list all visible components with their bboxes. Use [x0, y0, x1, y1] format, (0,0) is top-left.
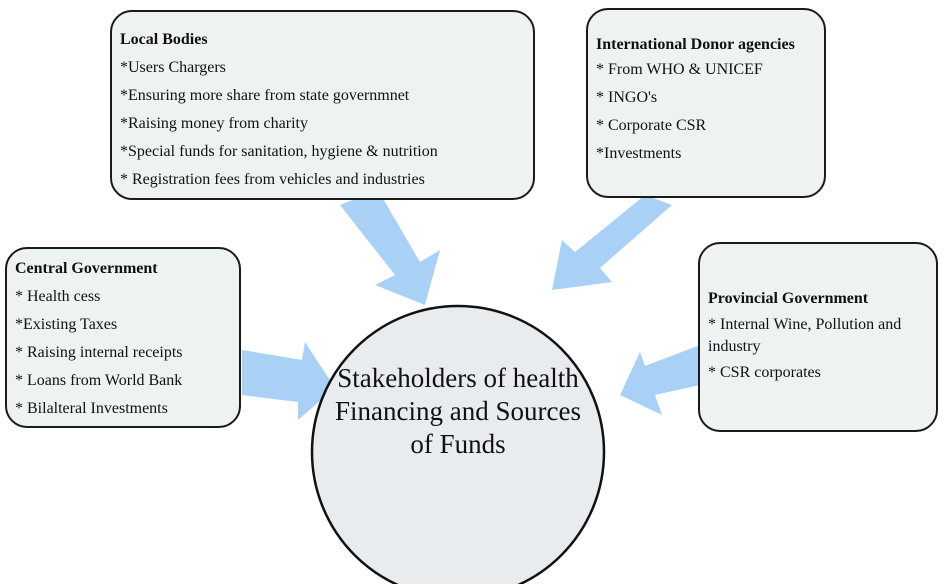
- list-item: * Internal Wine, Pollution and industry: [708, 316, 902, 355]
- list-item: *Special funds for sanitation, hygiene &…: [120, 143, 438, 160]
- provincial-government-box: Provincial Government * Internal Wine, P…: [698, 242, 938, 432]
- arrow-international: [552, 195, 672, 290]
- list-item: * Bilalteral Investments: [15, 400, 168, 417]
- center-label: Stakeholders of health Financing and Sou…: [335, 363, 581, 459]
- list-item: * From WHO & UNICEF: [596, 61, 763, 78]
- list-item: *Ensuring more share from state governmn…: [120, 87, 410, 104]
- list-item: * Loans from World Bank: [15, 372, 183, 389]
- list-item: * CSR corporates: [708, 364, 821, 381]
- box-title: Provincial Government: [708, 290, 869, 307]
- box-title: International Donor agencies: [596, 36, 795, 53]
- arrow-local-bodies: [340, 190, 440, 305]
- box-title: Local Bodies: [120, 31, 208, 48]
- international-donor-box: International Donor agencies * From WHO …: [586, 8, 826, 198]
- center-circle: [310, 304, 606, 584]
- list-item: *Existing Taxes: [15, 316, 118, 333]
- list-item: * INGO's: [596, 89, 658, 106]
- list-item: * Corporate CSR: [596, 117, 707, 134]
- list-item: *Investments: [596, 145, 682, 162]
- arrow-provincial: [620, 345, 700, 415]
- list-item: * Registration fees from vehicles and in…: [120, 171, 425, 188]
- local-bodies-box: Local Bodies *Users Chargers *Ensuring m…: [110, 10, 535, 200]
- list-item: *Raising money from charity: [120, 115, 308, 132]
- list-item: * Raising internal receipts: [15, 344, 183, 361]
- box-title: Central Government: [15, 260, 158, 277]
- arrow-central: [242, 342, 335, 420]
- list-item: * Health cess: [15, 288, 101, 305]
- list-item: *Users Chargers: [120, 59, 226, 76]
- central-government-box: Central Government * Health cess *Existi…: [5, 247, 241, 428]
